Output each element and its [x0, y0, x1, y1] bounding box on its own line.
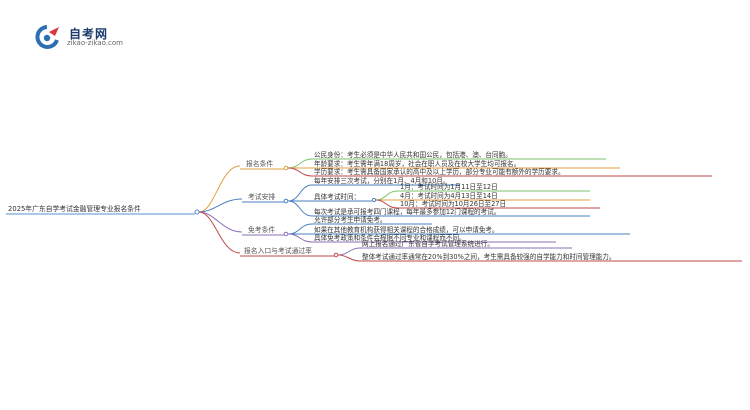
b2-leaf-2-dot: [371, 197, 377, 203]
branch-4-dot: [333, 252, 339, 258]
leaf-schedule-2: 具体考试时间：: [314, 193, 361, 201]
branch-3-dot: [283, 231, 289, 237]
connector-b1-leaf-3: [287, 167, 712, 177]
leaf-eligibility-1: 公民身份：考生必须是中华人民共和国公民，包括港、澳、台同胞。: [314, 151, 512, 159]
branch-label-eligibility: 报名条件: [246, 160, 274, 168]
leaf-registration-1: 网上报名通过广东省自学考试管理系统进行。: [362, 240, 494, 248]
logo-subtitle: zikao-zikao.com: [67, 39, 123, 47]
leaf-exemption-1: 允许部分考生申请免考。: [314, 216, 387, 224]
leaf-exemption-3: 具体免考政策和条件会根据不同专业和课程而不同。: [314, 234, 466, 242]
branch-2-dot: [283, 198, 289, 204]
logo-title: 自考网: [69, 27, 109, 41]
connector-b2-leaf-1: [287, 184, 460, 202]
leaf-schedule-sub-3: 10月：考试时间为10月26日至27日: [400, 200, 507, 208]
branch-label-registration: 报名入口与考试通过率: [244, 247, 312, 255]
branch-1-dot: [283, 165, 289, 171]
leaf-schedule-1: 每年安排三次考试，分别在1月、4月和10月。: [314, 177, 450, 185]
connector-root-branch-2: [198, 198, 243, 213]
connector-b3-leaf-3: [287, 233, 556, 243]
leaf-schedule-3: 每次考试是承可报考四门课程，每年最多参加12门课程的考试。: [314, 208, 501, 216]
leaf-eligibility-3: 学历要求：考生需具备国家承认的高中及以上学历，部分专业可能有额外的学历要求。: [314, 168, 565, 176]
logo-mark-icon: [35, 25, 59, 49]
site-logo[interactable]: 自考网 zikao-zikao.com: [33, 24, 143, 50]
connector-b4-leaf-2: [337, 254, 742, 262]
leaf-registration-2: 整体考试通过率通常在20%到30%之间，考生需具备较强的自学能力和时间管理能力。: [362, 253, 616, 261]
leaf-schedule-sub-1: 1月：考试时间为1月11日至12日: [400, 183, 498, 191]
connector-root-branch-4: [198, 211, 241, 254]
connector-root-branch-1: [198, 165, 241, 213]
branch-label-schedule: 考试安排: [248, 193, 276, 201]
root-node-dot: [194, 209, 200, 215]
leaf-eligibility-2: 年龄要求：考生需年满18周岁，社会在职人员及在校大学生均可报名。: [314, 160, 521, 168]
connector-b2-sub-3: [375, 199, 600, 209]
mindmap-root: 2025年广东自学考试金融管理专业报名条件: [8, 205, 141, 213]
branch-label-exemption: 免考条件: [248, 226, 276, 234]
leaf-exemption-2: 如果在其他教育机构获得相关课程的合格成绩，可以申请免考。: [314, 226, 499, 234]
leaf-schedule-sub-2: 4月：考试时间为4月13日至14日: [400, 192, 498, 200]
connector-b2-leaf-3: [287, 200, 590, 217]
